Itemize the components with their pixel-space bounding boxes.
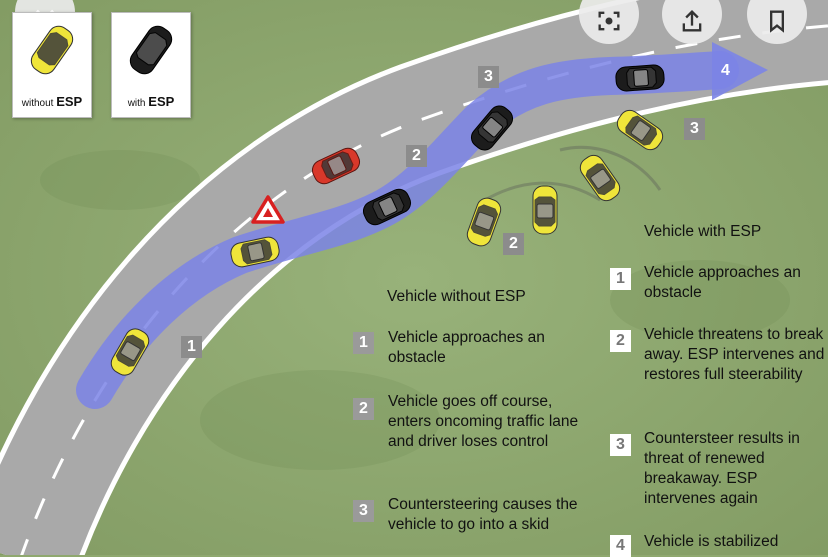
without-step-2-text: Vehicle goes off course, enters oncoming… [388, 393, 579, 450]
legend-with-label: with [127, 98, 146, 109]
warning-triangle-icon [251, 195, 285, 224]
legend-without-esp-label: ESP [56, 94, 83, 109]
with-step-4-text: Vehicle is stabilized [644, 533, 779, 550]
with-step-1-number: 1 [610, 268, 631, 290]
lens-search-icon [598, 11, 620, 31]
without-step-1-text: Vehicle approaches an obstacle [388, 329, 545, 366]
with-step-2-text: Vehicle threatens to break away. ESP int… [644, 326, 825, 383]
share-icon [682, 10, 702, 32]
legend-black-car [129, 25, 173, 75]
without-esp-heading: Vehicle without ESP [387, 288, 526, 305]
with-step-3-text: Countersteer results in threat of renewe… [644, 430, 800, 507]
with-step-1-text: Vehicle approaches an obstacle [644, 264, 801, 301]
without-step-2-number: 2 [353, 398, 374, 420]
without-step-3-number: 3 [353, 500, 374, 522]
without-step-1-number: 1 [353, 332, 374, 354]
arrow-right-icon [712, 42, 768, 100]
legend-without-label: without [21, 98, 54, 109]
legend-yellow-car [30, 25, 74, 75]
without-step-3-text: Countersteering causes the vehicle to go… [388, 496, 578, 533]
road-marker-1: 1 [181, 336, 202, 358]
with-esp-heading: Vehicle with ESP [644, 223, 762, 240]
road-marker-4: 4 [721, 62, 730, 79]
road-marker-2-with: 2 [406, 145, 427, 167]
bookmark-icon [770, 10, 784, 33]
legend-with-esp: with ESP [111, 12, 191, 118]
esp-path [76, 51, 739, 409]
road-marker-3-without: 3 [684, 118, 705, 140]
road-marker-2-without: 2 [503, 233, 524, 255]
with-step-3-number: 3 [610, 434, 631, 456]
legend-with-esp-label: ESP [148, 94, 175, 109]
with-step-2-number: 2 [610, 330, 631, 352]
road-marker-3-with: 3 [478, 66, 499, 88]
with-step-4-number: 4 [610, 535, 631, 557]
legend-without-esp: without ESP [12, 12, 92, 118]
